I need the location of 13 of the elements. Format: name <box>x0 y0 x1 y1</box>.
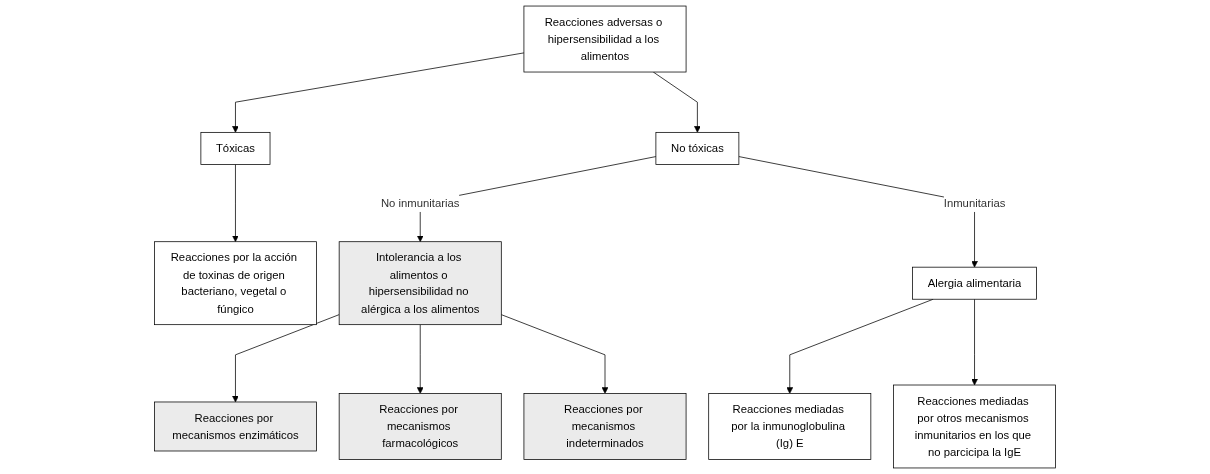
node-box: Reacciones por la acción de toxinas de origen bacteriano, vegetal o fúngico <box>154 241 317 326</box>
node-box: Tóxicas <box>200 132 271 165</box>
node-box: No tóxicas <box>655 132 740 165</box>
node-box: Reacciones por mecanismos enzimáticos <box>154 401 317 452</box>
node-box: Reacciones por mecanismos indeterminados <box>523 393 687 460</box>
node-box: Reacciones adversas o hipersensibilidad a los alimentos <box>523 5 687 73</box>
edge-label: No inmunitarias <box>380 196 460 209</box>
node-box: Reacciones mediadas por la inmunoglobulina (Ig) E <box>708 393 872 460</box>
node-box: Reacciones mediadas por otros mecanismos inmunitarios en los que no parcicipa la IgE <box>893 384 1056 469</box>
node-box: Reacciones por mecanismos farmacológicos <box>338 393 502 460</box>
edge-label: Inmunitarias <box>943 196 1006 209</box>
node-box: Intolerancia a los alimentos o hipersensibilidad no alérgica a los alimentos <box>338 241 502 326</box>
node-box: Alergia alimentaria <box>912 266 1037 300</box>
